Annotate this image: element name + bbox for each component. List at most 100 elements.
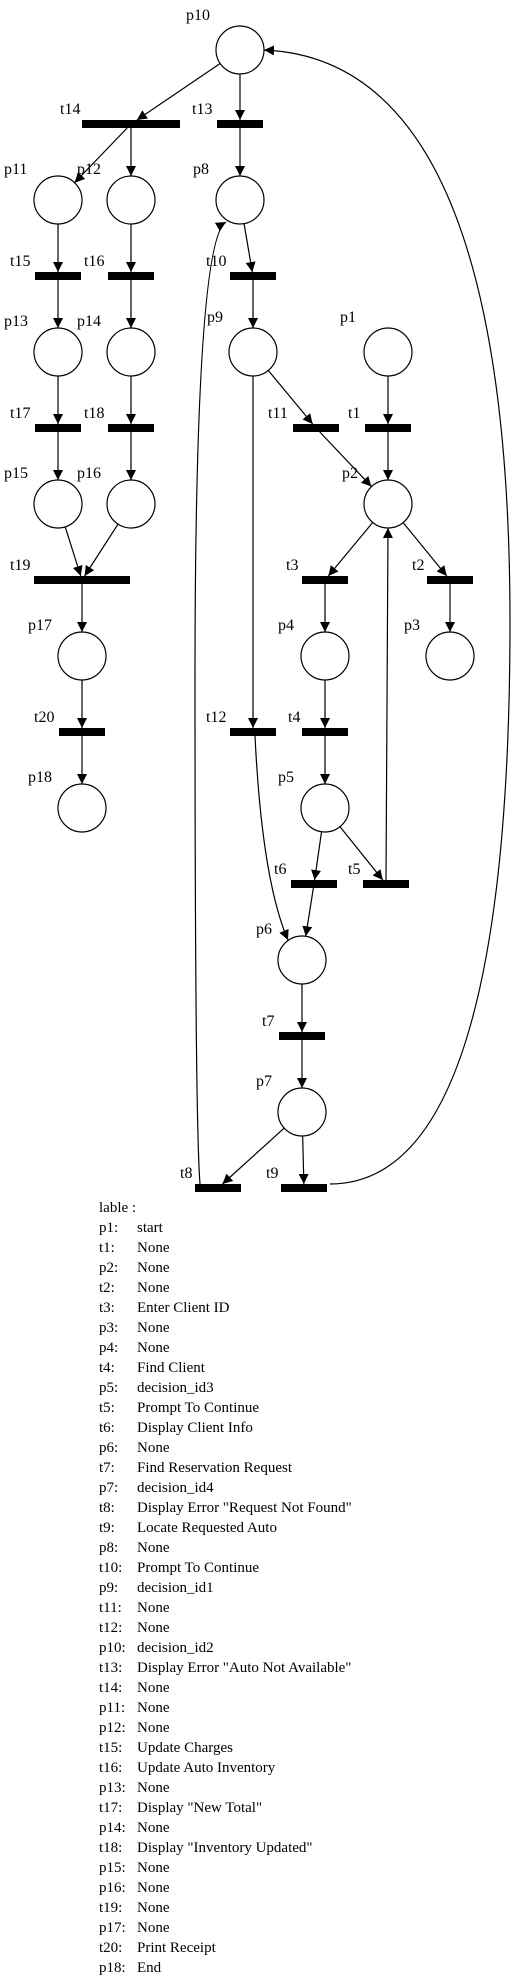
legend-key: t19:	[99, 1900, 123, 1916]
legend-value: None	[137, 1920, 170, 1936]
transition-t6	[291, 880, 337, 888]
legend-value: None	[137, 1600, 170, 1616]
transition-t14	[82, 120, 180, 128]
place-p13	[33, 327, 83, 377]
legend-key: t20:	[99, 1940, 123, 1956]
transition-label-t9: t9	[266, 1165, 278, 1182]
legend-value: None	[137, 1620, 170, 1636]
legend-entry: t14: None	[99, 1678, 352, 1698]
place-label-p1: p1	[340, 309, 356, 326]
legend-key: t12:	[99, 1620, 123, 1636]
legend-value: Prompt To Continue	[137, 1560, 260, 1576]
arc-p8-to-t10	[243, 223, 256, 273]
legend-entry: t9:Locate Requested Auto	[99, 1518, 352, 1538]
transition-label-t5: t5	[348, 861, 360, 878]
legend-value: Display Error "Request Not Found"	[137, 1500, 352, 1516]
legend-entry: p17:None	[99, 1918, 352, 1938]
legend-key: p4:	[99, 1340, 119, 1356]
legend-value: Prompt To Continue	[137, 1400, 260, 1416]
arc-p2-to-t2	[402, 522, 448, 577]
legend-entry: t19: None	[99, 1898, 352, 1918]
legend-entry: p1:start	[99, 1218, 352, 1238]
transition-t3	[302, 576, 348, 584]
legend-entry: t13:Display Error "Auto Not Available"	[99, 1658, 352, 1678]
legend-entry: p13:None	[99, 1778, 352, 1798]
place-p11	[33, 175, 83, 225]
place-p9	[228, 327, 278, 377]
legend-value: None	[137, 1720, 170, 1736]
place-p18	[57, 783, 107, 833]
legend-entry: p16:None	[99, 1878, 352, 1898]
transition-label-t15: t15	[10, 253, 30, 270]
transition-t4	[302, 728, 348, 736]
arc-p9-to-t11	[267, 370, 314, 425]
legend-value: Display "Inventory Updated"	[137, 1840, 313, 1856]
legend-value: None	[137, 1240, 170, 1256]
transition-t18	[108, 424, 154, 432]
place-p5	[300, 783, 350, 833]
arc-t12-to-p6	[254, 735, 289, 941]
legend-key: t6:	[99, 1420, 115, 1436]
place-label-p2: p2	[342, 465, 358, 482]
legend-entry: t18:Display "Inventory Updated"	[99, 1838, 352, 1858]
place-p14	[106, 327, 156, 377]
legend-entry: p7:decision_id4	[99, 1478, 352, 1498]
place-label-p18: p18	[28, 769, 52, 786]
legend-key: t10:	[99, 1560, 123, 1576]
legend-entry: p6:None	[99, 1438, 352, 1458]
place-label-p8: p8	[193, 161, 209, 178]
place-label-p11: p11	[4, 161, 27, 178]
place-p1	[363, 327, 413, 377]
legend-entry: t7:Find Reservation Request	[99, 1458, 352, 1478]
legend-value: Display Error "Auto Not Available"	[137, 1660, 352, 1676]
arc-p15-to-t19	[64, 526, 83, 577]
place-p7	[277, 1087, 327, 1137]
transition-label-t2: t2	[412, 557, 424, 574]
legend-key: p16:	[99, 1880, 126, 1896]
legend-value: None	[137, 1540, 170, 1556]
legend-value: End	[137, 1960, 162, 1976]
legend-entry: t12: None	[99, 1618, 352, 1638]
legend-entry: t4:Find Client	[99, 1358, 352, 1378]
legend-value: None	[137, 1900, 170, 1916]
transition-label-t10: t10	[206, 253, 226, 270]
legend-key: t3:	[99, 1300, 115, 1316]
legend-key: t5:	[99, 1400, 115, 1416]
place-p17	[57, 631, 107, 681]
transition-label-t16: t16	[84, 253, 104, 270]
legend-entry: p3:None	[99, 1318, 352, 1338]
transition-t19	[34, 576, 130, 584]
legend-entry: p15:None	[99, 1858, 352, 1878]
legend-value: decision_id1	[137, 1580, 214, 1596]
legend-title: lable :	[99, 1200, 137, 1216]
legend-value: Locate Requested Auto	[137, 1520, 277, 1536]
legend-entry: p9: decision_id1	[99, 1578, 352, 1598]
arcs	[53, 45, 511, 1185]
place-label-p4: p4	[278, 617, 294, 634]
legend-value: Display "New Total"	[137, 1800, 263, 1816]
transition-t5	[363, 880, 409, 888]
legend-entry: p12:None	[99, 1718, 352, 1738]
transition-t8	[195, 1184, 241, 1192]
legend-value: Enter Client ID	[137, 1300, 230, 1316]
legend-entry: t16:Update Auto Inventory	[99, 1758, 352, 1778]
arc-t11-to-p2	[319, 431, 372, 487]
legend-entry: p5:decision_id3	[99, 1378, 352, 1398]
legend-entry: p8:None	[99, 1538, 352, 1558]
legend-entry: p14:None	[99, 1818, 352, 1838]
legend-entry: t15:Update Charges	[99, 1738, 352, 1758]
legend-key: t17:	[99, 1800, 123, 1816]
legend-key: p10:	[99, 1640, 126, 1656]
legend-key: t4:	[99, 1360, 115, 1376]
legend-key: p9:	[99, 1580, 119, 1596]
legend-value: decision_id4	[137, 1480, 214, 1496]
legend-value: Update Auto Inventory	[137, 1760, 276, 1776]
place-p15	[33, 479, 83, 529]
nodes	[33, 25, 475, 1192]
place-label-p15: p15	[4, 465, 28, 482]
legend-key: t14:	[99, 1680, 123, 1696]
place-label-p13: p13	[4, 313, 28, 330]
legend-key: t8:	[99, 1500, 115, 1516]
transition-label-t18: t18	[84, 405, 104, 422]
legend-value: None	[137, 1680, 170, 1696]
